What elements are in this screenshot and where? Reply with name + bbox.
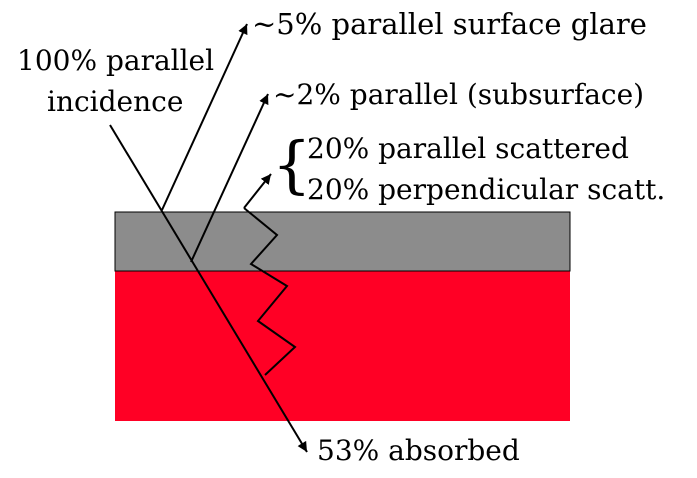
incident-ray (109, 124, 308, 453)
surface-layer (114, 211, 571, 272)
incidence-label-line2: incidence (47, 85, 184, 118)
body-layer (115, 271, 570, 421)
subsurface-label: ~2% parallel (subsurface) (273, 78, 645, 111)
parallel-scattered-label: 20% parallel scattered (307, 132, 629, 165)
absorbed-label: 53% absorbed (317, 434, 520, 467)
surface-glare-label: ~5% parallel surface glare (252, 7, 647, 41)
scatter-brace: { (272, 128, 312, 201)
surface-glare-ray (161, 23, 248, 211)
incidence-label-line1: 100% parallel (17, 44, 215, 77)
scattered-ray-path (243, 207, 297, 376)
subsurface-ray (190, 93, 269, 263)
scattered-ray-arrow (243, 173, 272, 209)
perpendicular-scattered-label: 20% perpendicular scatt. (307, 173, 666, 206)
